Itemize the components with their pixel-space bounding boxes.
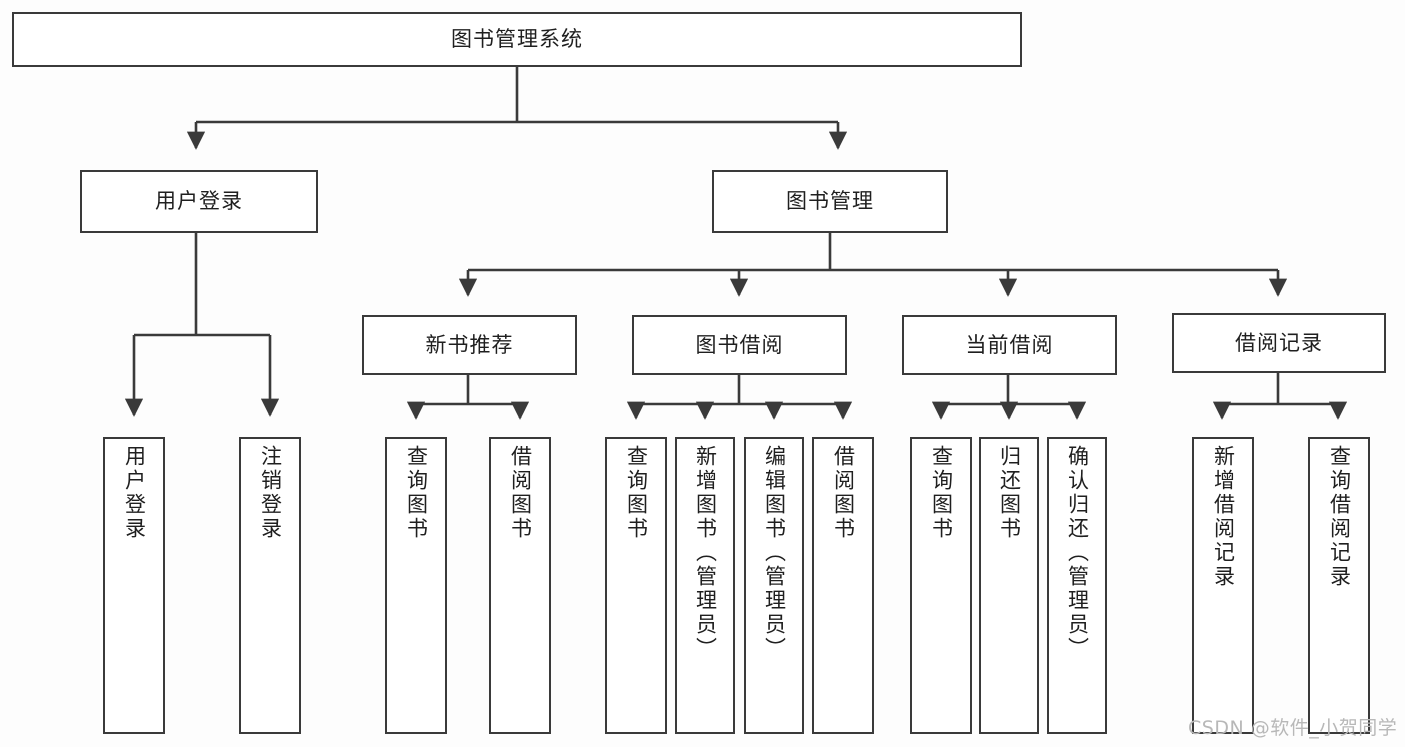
leaf-query-book-1-label: 查询图书	[404, 445, 429, 541]
leaf-confirm-return[interactable]: 确认归还（管理员）	[1047, 437, 1107, 734]
leaf-query-record[interactable]: 查询借阅记录	[1308, 437, 1370, 734]
node-book-borrow-label: 图书借阅	[695, 332, 784, 357]
leaf-add-book[interactable]: 新增图书（管理员）	[675, 437, 735, 734]
node-user-login-label: 用户登录	[155, 189, 243, 214]
leaf-return-book-label: 归还图书	[997, 445, 1022, 541]
leaf-query-book-3[interactable]: 查询图书	[910, 437, 972, 734]
node-root[interactable]: 图书管理系统	[12, 12, 1022, 67]
node-current-borrow[interactable]: 当前借阅	[902, 315, 1117, 375]
leaf-query-book-3-label: 查询图书	[929, 445, 954, 541]
node-user-login[interactable]: 用户登录	[80, 170, 318, 233]
node-book-manage-label: 图书管理	[786, 189, 874, 214]
leaf-add-record[interactable]: 新增借阅记录	[1192, 437, 1254, 734]
leaf-borrow-book-2-label: 借阅图书	[831, 445, 856, 541]
node-new-book-rec[interactable]: 新书推荐	[362, 315, 577, 375]
leaf-edit-book-label: 编辑图书（管理员）	[762, 445, 787, 661]
leaf-query-book-1[interactable]: 查询图书	[385, 437, 447, 734]
leaf-add-book-label: 新增图书（管理员）	[693, 445, 718, 661]
leaf-query-record-label: 查询借阅记录	[1327, 445, 1352, 589]
node-root-label: 图书管理系统	[451, 27, 583, 52]
leaf-confirm-return-label: 确认归还（管理员）	[1065, 445, 1090, 661]
node-borrow-record-label: 借阅记录	[1235, 330, 1323, 355]
leaf-query-book-2-label: 查询图书	[624, 445, 649, 541]
leaf-add-record-label: 新增借阅记录	[1211, 445, 1236, 589]
node-book-manage[interactable]: 图书管理	[712, 170, 948, 233]
leaf-edit-book[interactable]: 编辑图书（管理员）	[744, 437, 804, 734]
leaf-logout-label: 注销登录	[258, 445, 283, 541]
csdn-watermark: CSDN @软件_小贺同学	[1188, 717, 1398, 739]
node-current-borrow-label: 当前借阅	[965, 332, 1054, 357]
node-book-borrow[interactable]: 图书借阅	[632, 315, 847, 375]
leaf-borrow-book-1-label: 借阅图书	[508, 445, 533, 541]
node-new-book-rec-label: 新书推荐	[425, 332, 514, 357]
leaf-user-login[interactable]: 用户登录	[103, 437, 165, 734]
leaf-return-book[interactable]: 归还图书	[979, 437, 1039, 734]
leaf-logout[interactable]: 注销登录	[239, 437, 301, 734]
node-borrow-record[interactable]: 借阅记录	[1172, 313, 1386, 373]
leaf-borrow-book-1[interactable]: 借阅图书	[489, 437, 551, 734]
leaf-query-book-2[interactable]: 查询图书	[605, 437, 667, 734]
leaf-user-login-label: 用户登录	[122, 445, 147, 541]
leaf-borrow-book-2[interactable]: 借阅图书	[812, 437, 874, 734]
